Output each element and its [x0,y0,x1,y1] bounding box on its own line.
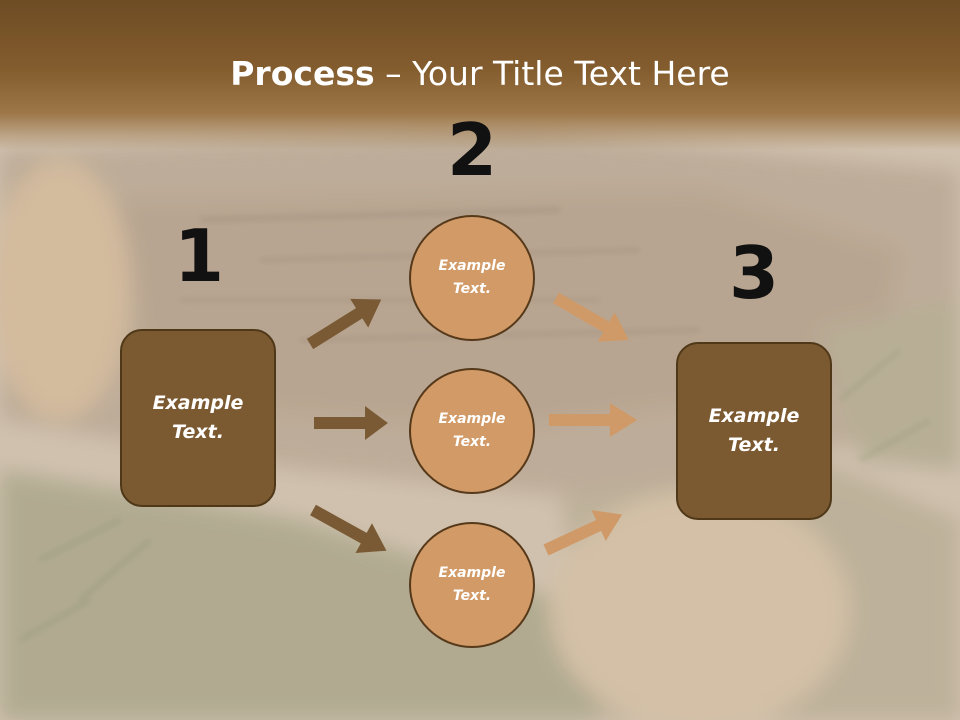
step-box-3: Example Text. [676,342,832,520]
circle-middle: Example Text. [409,368,535,494]
step-number-2: 2 [446,108,498,192]
step-number-1: 1 [173,214,225,298]
step-box-3-label: Example Text. [708,405,800,456]
circle-top: Example Text. [409,215,535,341]
title-bold: Process [230,54,375,93]
arrow-1-to-bottom [304,495,395,566]
circle-bottom: Example Text. [409,522,535,648]
circle-top-label: Example Text. [438,258,506,297]
step-box-1-label: Example Text. [152,392,244,443]
circle-bottom-label: Example Text. [438,565,506,604]
arrow-bottom-to-3 [538,499,630,566]
step-box-1: Example Text. [120,329,276,507]
arrow-middle-to-3 [549,403,638,437]
arrow-1-to-top [300,285,391,359]
title-band [0,0,960,150]
arrow-top-to-3 [547,283,638,355]
step-number-3: 3 [728,231,780,315]
title-rest: – Your Title Text Here [374,54,730,93]
arrow-1-to-middle [314,406,388,440]
circle-middle-label: Example Text. [438,411,506,450]
slide-title: Process – Your Title Text Here [0,52,960,96]
